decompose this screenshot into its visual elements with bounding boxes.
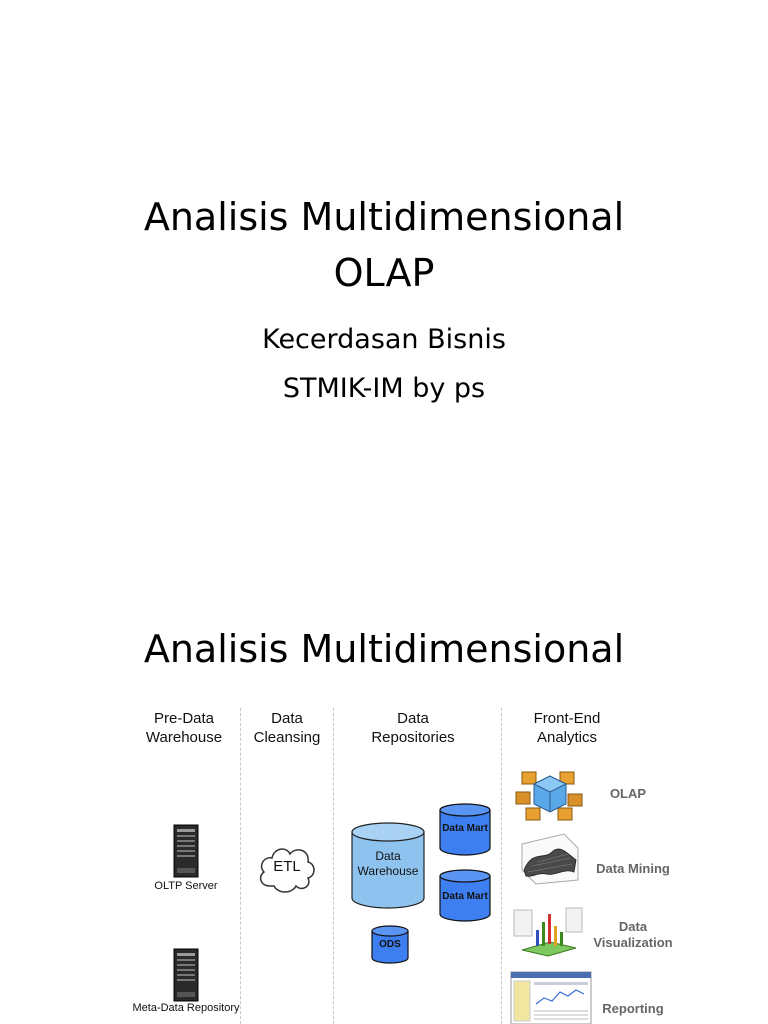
- column-header-line: Warehouse: [145, 729, 223, 746]
- data-warehouse-label: Data Warehouse: [350, 849, 426, 879]
- olap-label: OLAP: [609, 786, 647, 801]
- server-icon: [173, 948, 199, 1002]
- data-mining-label: Data Mining: [596, 861, 670, 876]
- reporting-label: Reporting: [602, 1001, 664, 1016]
- column-header-line: Analytics: [536, 729, 598, 746]
- column-header-analytics: Front-End Analytics: [502, 709, 632, 747]
- database-cylinder-icon: [371, 925, 409, 964]
- data-warehouse-line: Data: [375, 849, 401, 863]
- column-divider: [501, 708, 502, 1024]
- column-divider: [333, 708, 334, 1024]
- data-visualization-line: Data: [618, 919, 648, 934]
- column-header-line: Pre-Data: [153, 710, 215, 727]
- oltp-server-label: OLTP Server: [154, 880, 218, 892]
- slide2-title: Analisis Multidimensional: [143, 627, 625, 671]
- column-header-line: Cleansing: [253, 729, 321, 746]
- column-divider: [240, 708, 241, 1024]
- database-cylinder-icon: [439, 803, 491, 856]
- slide-title-line2: OLAP: [333, 251, 435, 295]
- column-header-cleansing: Data Cleansing: [222, 709, 352, 747]
- column-header-line: Data: [397, 710, 429, 727]
- database-cylinder-icon: [439, 869, 491, 922]
- content-slide: Analisis Multidimensional: [0, 600, 768, 1024]
- olap-cube-icon: [515, 771, 583, 821]
- column-header-line: Repositories: [371, 729, 455, 746]
- column-header-pre-data: Pre-Data Warehouse: [119, 709, 249, 747]
- data-visualization-chart-icon: [513, 907, 583, 957]
- server-icon: [173, 824, 199, 878]
- slide-title-line1: Analisis Multidimensional: [143, 195, 625, 239]
- etl-label: ETL: [273, 858, 301, 875]
- data-warehouse-line: Warehouse: [357, 864, 419, 878]
- data-mart-label: Data Mart: [442, 891, 488, 902]
- column-header-repositories: Data Repositories: [348, 709, 478, 747]
- ods-label: ODS: [379, 939, 401, 950]
- database-cylinder-icon: [351, 822, 425, 909]
- reporting-screenshot-icon: [510, 971, 592, 1024]
- column-header-line: Data: [271, 710, 303, 727]
- data-mart-label: Data Mart: [442, 823, 488, 834]
- meta-data-repository-label: Meta-Data Repository: [132, 1002, 240, 1014]
- cloud-icon: [259, 848, 315, 893]
- data-mining-surface-icon: [521, 833, 579, 885]
- title-slide: Analisis Multidimensional OLAP Kecerdasa…: [143, 195, 625, 404]
- slide-subtitle-line2: STMIK-IM by ps: [282, 373, 486, 404]
- data-visualization-label: Data Visualization: [590, 919, 676, 951]
- column-header-line: Front-End: [533, 710, 601, 727]
- data-visualization-line: Visualization: [593, 935, 673, 950]
- slide-subtitle-line1: Kecerdasan Bisnis: [262, 324, 506, 355]
